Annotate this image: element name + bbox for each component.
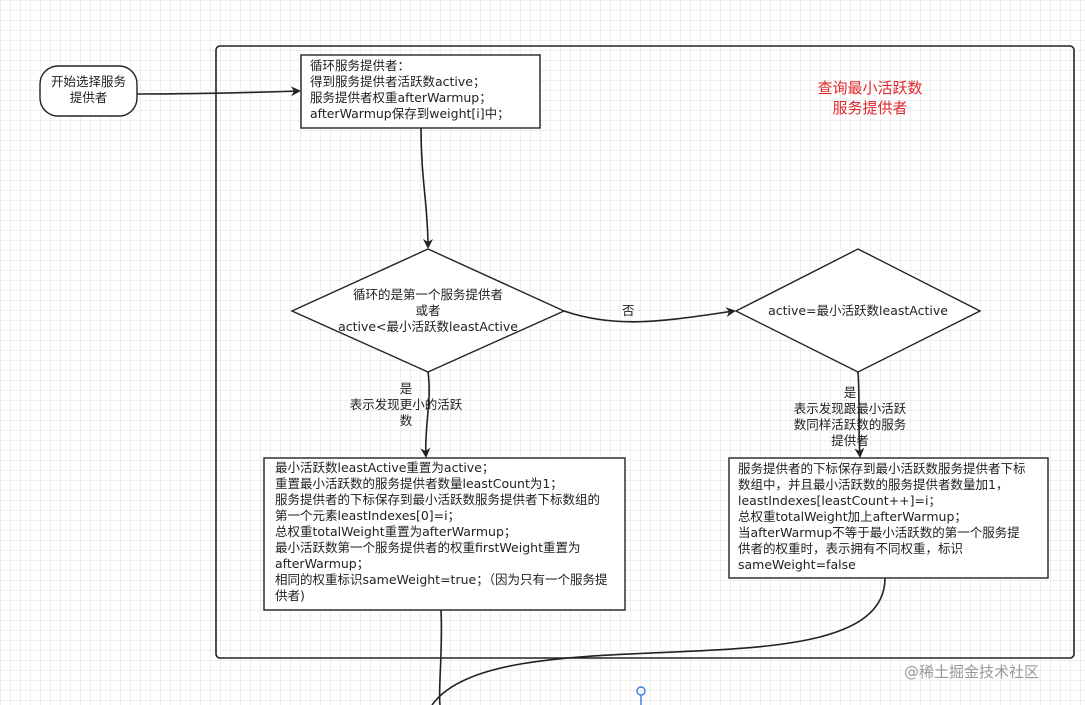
connector-loop-to-decision1[interactable] xyxy=(420,127,433,249)
loop-box-shape[interactable] xyxy=(300,54,541,129)
label-yes-left: 是 表示发现更小的活跃 数 xyxy=(349,381,463,428)
decision2-label: active=最小活跃数leastActive xyxy=(768,303,948,318)
loop-box-label: 循环服务提供者： 得到服务提供者活跃数active； 服务提供者权重afterW… xyxy=(310,58,510,121)
label-no: 否 xyxy=(622,303,635,318)
watermark: @稀土掘金技术社区 xyxy=(904,663,1040,681)
anchor-pin-icon xyxy=(636,686,646,696)
box-right-shape[interactable] xyxy=(728,457,1049,579)
connector-decision2-to-right-box[interactable] xyxy=(854,371,865,458)
start-node-shape[interactable] xyxy=(39,65,138,117)
connector-start-to-loop[interactable] xyxy=(136,86,301,97)
box-left-label: 最小活跃数leastActive重置为active； 重置最小活跃数的服务提供者… xyxy=(275,460,608,603)
decision1-label: 循环的是第一个服务提供者 或者 active<最小活跃数leastActive xyxy=(338,287,518,334)
label-yes-right: 是 表示发现跟最小活跃 数同样活跃数的服务 提供者 xyxy=(793,385,907,448)
box-left-shape[interactable] xyxy=(263,457,626,611)
start-node-label: 开始选择服务 提供者 xyxy=(50,74,126,105)
connector-left-box-down[interactable] xyxy=(438,609,443,705)
container-title: 查询最小活跃数 服务提供者 xyxy=(817,79,923,117)
container-frame[interactable] xyxy=(215,45,1075,659)
connector-decision1-to-decision2[interactable] xyxy=(563,307,736,323)
box-right-label: 服务提供者的下标保存到最小活跃数服务提供者下标 数组中，并且最小活跃数的服务提供… xyxy=(738,461,1026,572)
connector-right-box-down[interactable] xyxy=(431,577,886,705)
connector-decision1-to-left-box[interactable] xyxy=(420,371,431,458)
